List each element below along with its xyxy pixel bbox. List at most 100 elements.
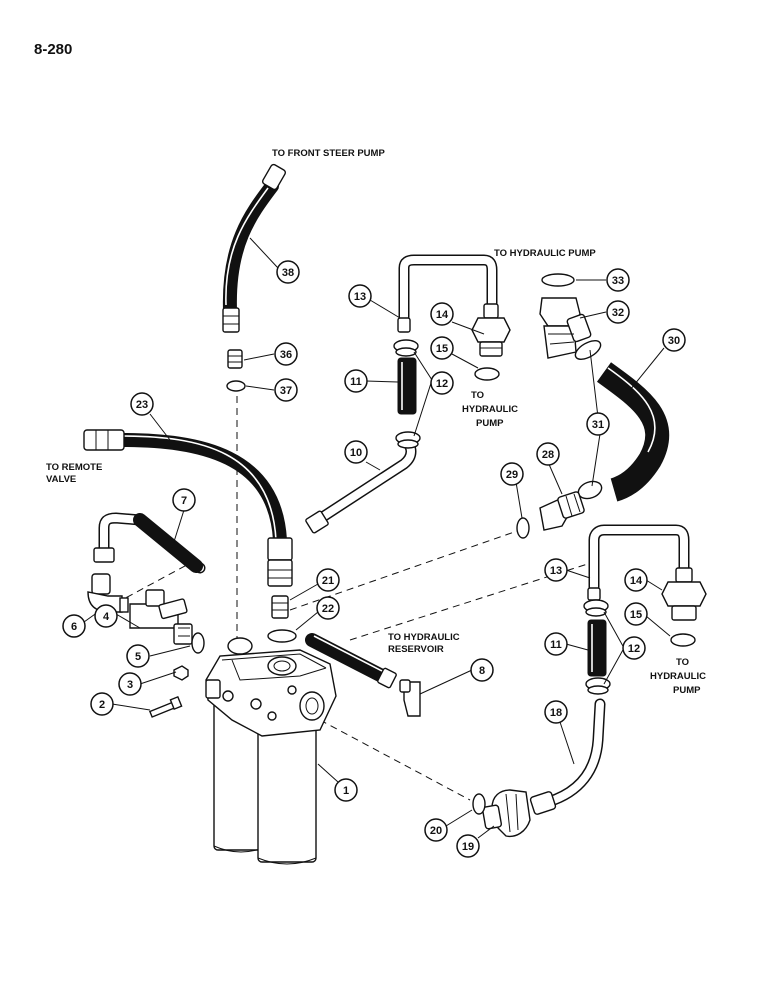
part-4-tee-fitting: [129, 589, 193, 645]
svg-text:4: 4: [103, 611, 110, 623]
callout-3: 3: [118, 672, 142, 696]
callout-28: 28: [536, 442, 560, 466]
part-29-o-ring: [516, 517, 530, 539]
part-2-bolt: [148, 695, 183, 718]
part-33-o-ring: [541, 273, 575, 287]
callout-13-lower: 13: [544, 558, 568, 582]
callout-11-lower: 11: [544, 632, 568, 656]
svg-text:12: 12: [436, 378, 448, 390]
part-13-tube-upper: [397, 254, 498, 333]
callout-31: 31: [586, 412, 610, 436]
part-37-o-ring: [226, 380, 246, 392]
part-21-fitting: [271, 595, 289, 619]
svg-text:30: 30: [668, 335, 680, 347]
part-14-fitting-upper: [471, 303, 511, 357]
svg-text:5: 5: [135, 651, 141, 663]
svg-text:14: 14: [630, 575, 643, 587]
part-32-elbow: [539, 297, 592, 359]
svg-text:13: 13: [354, 291, 366, 303]
part-14-fitting-lower: [661, 567, 707, 621]
svg-text:7: 7: [181, 495, 187, 507]
svg-text:1: 1: [343, 785, 349, 797]
part-30-hose: [596, 362, 670, 502]
svg-text:14: 14: [436, 309, 449, 321]
callout-32: 32: [606, 300, 630, 324]
part-8-hose: [305, 633, 421, 717]
callout-14-lower: 14: [624, 568, 648, 592]
svg-text:3: 3: [127, 679, 133, 691]
label-to-1: TO: [471, 390, 484, 401]
svg-text:22: 22: [322, 603, 334, 615]
page-number: 8-280: [34, 41, 72, 58]
label-to-2: TO: [676, 657, 689, 668]
callout-18: 18: [544, 700, 568, 724]
part-12-clamps-lower: [583, 599, 611, 695]
svg-text:21: 21: [322, 575, 334, 587]
callout-36: 36: [274, 342, 298, 366]
svg-text:32: 32: [612, 307, 624, 319]
callout-12-upper: 12: [430, 371, 454, 395]
callout-19: 19: [456, 834, 480, 858]
callout-37: 37: [274, 378, 298, 402]
label-remote-valve-1: TO REMOTE: [46, 462, 102, 473]
callout-21: 21: [316, 568, 340, 592]
label-hydraulic-1: HYDRAULIC: [462, 404, 518, 415]
part-15-o-ring-upper: [474, 367, 500, 381]
part-7-tube: [93, 512, 206, 574]
svg-text:15: 15: [436, 343, 448, 355]
part-28-fitting: [539, 491, 585, 531]
part-19-elbow: [481, 789, 531, 838]
part-11-hose-lower: [587, 619, 607, 677]
svg-text:11: 11: [350, 376, 362, 388]
callout-7: 7: [172, 488, 196, 512]
svg-text:15: 15: [630, 609, 642, 621]
part-23-hose: [83, 429, 293, 587]
svg-text:23: 23: [136, 399, 148, 411]
callout-12-lower: 12: [622, 636, 646, 660]
label-pump-2: PUMP: [673, 685, 701, 696]
part-22-o-ring: [267, 629, 297, 643]
part-15-o-ring-lower: [670, 633, 696, 647]
callout-2: 2: [90, 692, 114, 716]
part-38-hose: [222, 163, 287, 333]
svg-text:31: 31: [592, 419, 604, 431]
part-13-tube-lower: [587, 524, 690, 601]
callout-1: 1: [334, 778, 358, 802]
callout-8: 8: [470, 658, 494, 682]
svg-text:11: 11: [550, 639, 562, 651]
part-1-filter-assembly: [205, 637, 337, 865]
callout-4: 4: [94, 604, 118, 628]
label-remote-valve-2: VALVE: [46, 474, 76, 485]
callout-13-upper: 13: [348, 284, 372, 308]
svg-text:12: 12: [628, 643, 640, 655]
svg-text:37: 37: [280, 385, 292, 397]
svg-text:29: 29: [506, 469, 518, 481]
part-36-fitting: [227, 349, 243, 369]
part-20-o-ring: [472, 793, 486, 815]
callout-11-upper: 11: [344, 369, 368, 393]
svg-text:19: 19: [462, 841, 474, 853]
svg-text:13: 13: [550, 565, 562, 577]
callout-14-upper: 14: [430, 302, 454, 326]
part-11-hose-upper: [397, 357, 417, 415]
label-reservoir-2: RESERVOIR: [388, 644, 444, 655]
callout-22: 22: [316, 596, 340, 620]
callout-30: 30: [662, 328, 686, 352]
svg-text:33: 33: [612, 275, 624, 287]
callout-5: 5: [126, 644, 150, 668]
svg-text:2: 2: [99, 699, 105, 711]
label-pump-1: PUMP: [476, 418, 504, 429]
part-3-nut: [173, 665, 189, 681]
label-hydraulic-pump-top: TO HYDRAULIC PUMP: [494, 248, 596, 259]
svg-text:6: 6: [71, 621, 77, 633]
part-18-tube: [529, 698, 606, 815]
svg-text:18: 18: [550, 707, 562, 719]
callout-29: 29: [500, 462, 524, 486]
callout-38: 38: [276, 260, 300, 284]
callout-20: 20: [424, 818, 448, 842]
callout-33: 33: [606, 268, 630, 292]
svg-text:38: 38: [282, 267, 294, 279]
part-5-o-ring: [191, 632, 205, 654]
svg-text:10: 10: [350, 447, 362, 459]
